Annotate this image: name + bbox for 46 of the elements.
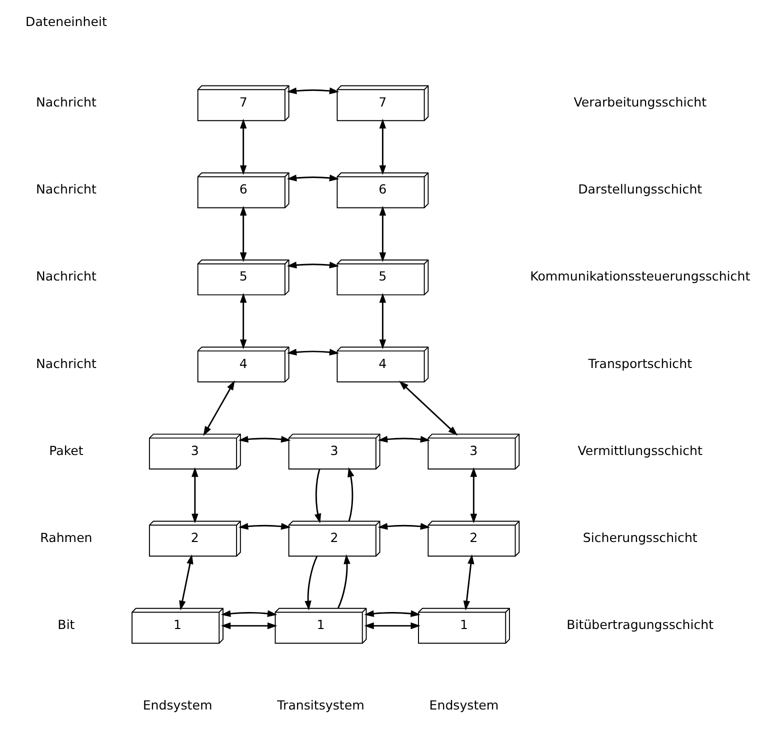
arrow [337, 554, 350, 609]
arrow [304, 556, 318, 611]
label: Bitübertragungsschicht [566, 617, 714, 632]
arrow [238, 522, 291, 530]
arrow [179, 554, 194, 610]
label: Sicherungsschicht [582, 530, 698, 545]
arrow [364, 622, 420, 630]
arrow [470, 467, 478, 524]
arrow [379, 293, 386, 350]
label: Dateneinheit [26, 14, 107, 30]
arrow [286, 87, 340, 94]
arrow [192, 467, 198, 524]
label: Endsystem [429, 697, 499, 712]
label: Nachricht [36, 94, 96, 110]
label: Vermittlungsschicht [578, 442, 702, 458]
label: Verarbeitungsschicht [574, 94, 707, 110]
label: Darstellungsschicht [578, 182, 702, 197]
arrow [348, 467, 354, 522]
arrow [364, 610, 420, 617]
label: Rahmen [40, 530, 92, 545]
arrow [379, 118, 386, 176]
label: Transitsystem [277, 697, 364, 712]
arrow [286, 348, 340, 356]
arrow [399, 380, 458, 436]
arrow [240, 206, 247, 262]
label: Kommunikationssteuerungsschicht [530, 268, 750, 284]
arrow [314, 469, 322, 524]
label: Paket [49, 442, 84, 458]
label: Bit [58, 617, 75, 632]
arrow [286, 174, 340, 182]
arrow [203, 380, 235, 436]
label: Nachricht [36, 268, 96, 284]
arrow [286, 262, 340, 268]
label: Transportschicht [588, 356, 692, 371]
label: Nachricht [36, 356, 96, 371]
arrow [220, 622, 278, 630]
arrow [463, 554, 474, 611]
arrow [379, 206, 386, 262]
arrow [220, 610, 278, 617]
arrow [238, 436, 291, 443]
arrow [240, 118, 247, 176]
label: Endsystem [142, 697, 212, 712]
label: Nachricht [36, 182, 96, 197]
arrow [378, 522, 430, 530]
arrow [240, 293, 247, 350]
arrow [378, 436, 430, 443]
